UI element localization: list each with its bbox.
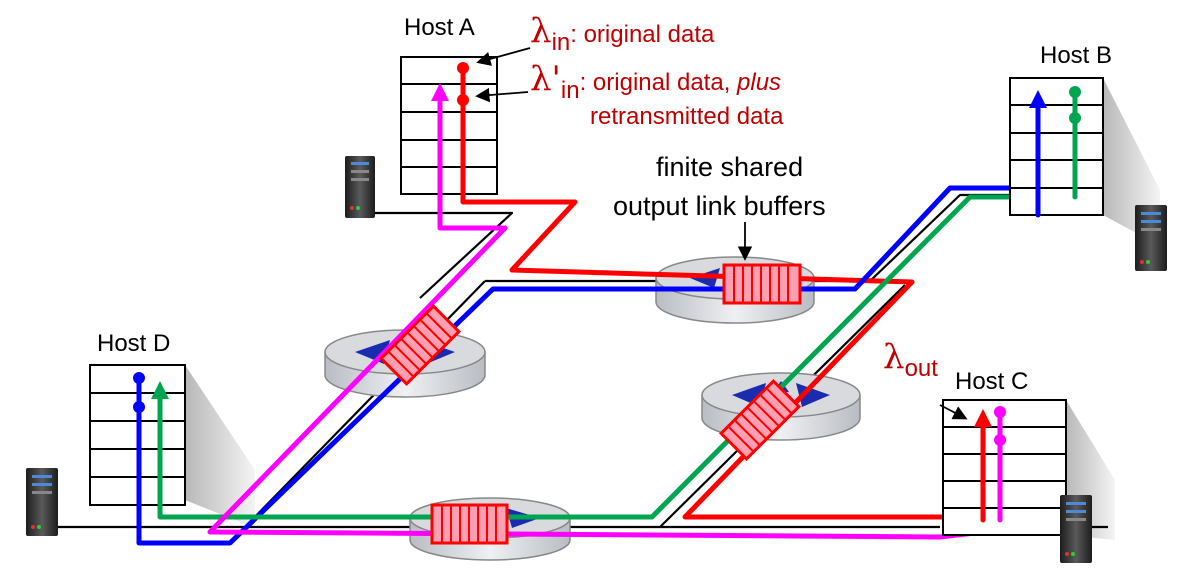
host-d-label: Host D [97, 330, 171, 357]
lambda-symbol: λ [530, 11, 552, 51]
server-icon-host-a [345, 156, 375, 218]
lambda-out-symbol: λ [883, 337, 905, 377]
lambda-out-arrow [939, 404, 968, 420]
flow-host-b-green [151, 93, 1078, 520]
annotation-arrows [475, 47, 968, 420]
buffer-bottom [430, 503, 509, 545]
flow-source-dots [133, 62, 1081, 446]
buffer-right [718, 378, 802, 462]
host-shadows [185, 78, 1160, 540]
lambda-out-subscript: out [904, 355, 938, 382]
lambda-in-prime-arrow [475, 87, 529, 103]
host-b-label: Host B [1040, 42, 1113, 69]
host-a-table [400, 56, 498, 195]
buffer-top [722, 263, 802, 305]
lambda-out-label: λout [883, 340, 938, 381]
server-icon-host-d [26, 468, 58, 536]
lambda-in-prime-subscript: in [560, 77, 580, 104]
lambda-prime-symbol: λ' [530, 59, 561, 99]
retransmitted-label: retransmitted data [590, 103, 784, 130]
lambda-in-subscript: in [551, 29, 571, 56]
host-c-label: Host C [955, 368, 1029, 395]
lambda-in-prime-text: : original data, [579, 69, 738, 96]
host-c-table [942, 399, 1067, 536]
host-b-table [1009, 77, 1104, 216]
lambda-in-arrow [476, 47, 531, 66]
host-a-label: Host A [404, 14, 475, 41]
flow-host-a-red [460, 97, 992, 520]
flow-host-d-blue [136, 89, 1047, 546]
lambda-in-label: λin: original data [530, 14, 714, 55]
buffers-label-line2: output link buffers [613, 191, 826, 221]
lambda-in-text: : original data [570, 21, 715, 48]
lambda-in-prime-label: λ'in: original data, plus [530, 62, 781, 103]
buffers-label-line1: finite shared [656, 152, 804, 182]
buffer-left [378, 303, 462, 387]
server-icon-host-b [1135, 205, 1167, 271]
lambda-in-prime-emphasis: plus [737, 69, 782, 96]
server-icon-host-c [1060, 495, 1092, 563]
